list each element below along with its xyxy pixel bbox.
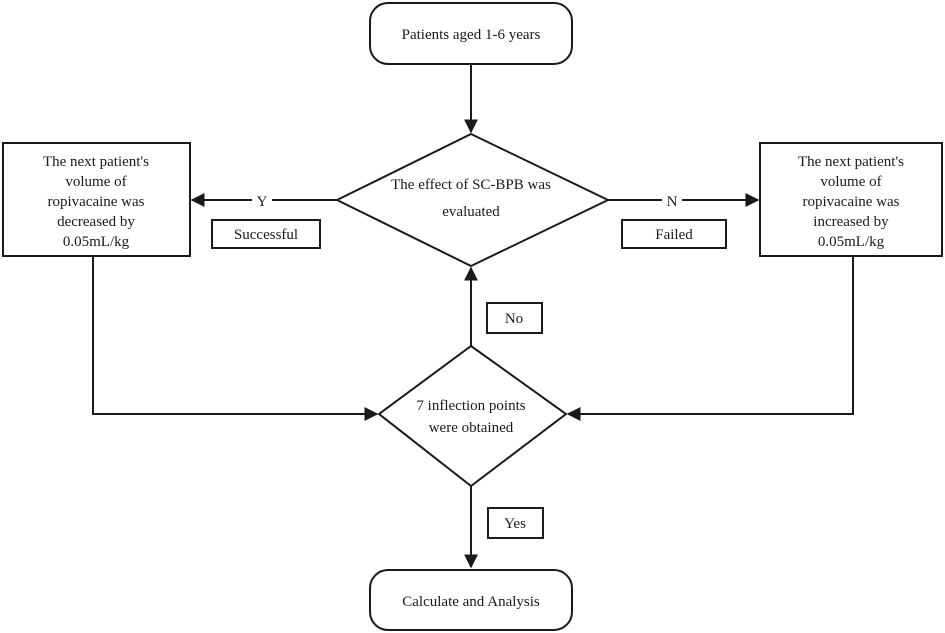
arrow-right-to-check	[566, 256, 854, 421]
left-box-line-1: The next patient's	[43, 154, 149, 170]
yes-label: Yes	[504, 516, 526, 532]
evaluate-line-2: evaluated	[442, 204, 500, 220]
n-letter: N	[667, 194, 678, 210]
yes-box	[487, 507, 544, 539]
check-line-2: were obtained	[429, 420, 514, 436]
evaluate-decision	[334, 132, 611, 268]
right-box-line-5: 0.05mL/kg	[818, 234, 885, 250]
right-box-line-1: The next patient's	[798, 154, 904, 170]
left-box-line-4: decreased by	[57, 214, 135, 230]
arrow-left-to-check	[92, 256, 379, 421]
right-box-line-2: volume of	[820, 174, 881, 190]
no-box	[486, 302, 543, 334]
increase-volume-box	[759, 142, 943, 257]
n-letter-bg	[662, 190, 682, 210]
no-label: No	[505, 311, 523, 327]
successful-label: Successful	[234, 227, 298, 243]
evaluate-line-1: The effect of SC-BPB was	[391, 177, 551, 193]
end-terminal	[369, 569, 573, 631]
y-letter-bg	[252, 190, 272, 210]
failed-box	[621, 219, 727, 249]
left-box-line-5: 0.05mL/kg	[63, 234, 130, 250]
left-box-line-2: volume of	[65, 174, 126, 190]
decrease-volume-box	[2, 142, 191, 257]
inflection-points-decision	[377, 344, 568, 488]
right-box-line-4: increased by	[813, 214, 889, 230]
y-letter: Y	[257, 194, 268, 210]
end-label: Calculate and Analysis	[402, 594, 540, 610]
check-line-1: 7 inflection points	[416, 398, 525, 414]
left-box-line-3: ropivacaine was	[47, 194, 144, 210]
start-label: Patients aged 1-6 years	[402, 27, 541, 43]
right-box-line-3: ropivacaine was	[802, 194, 899, 210]
failed-label: Failed	[655, 227, 693, 243]
successful-box	[211, 219, 321, 249]
